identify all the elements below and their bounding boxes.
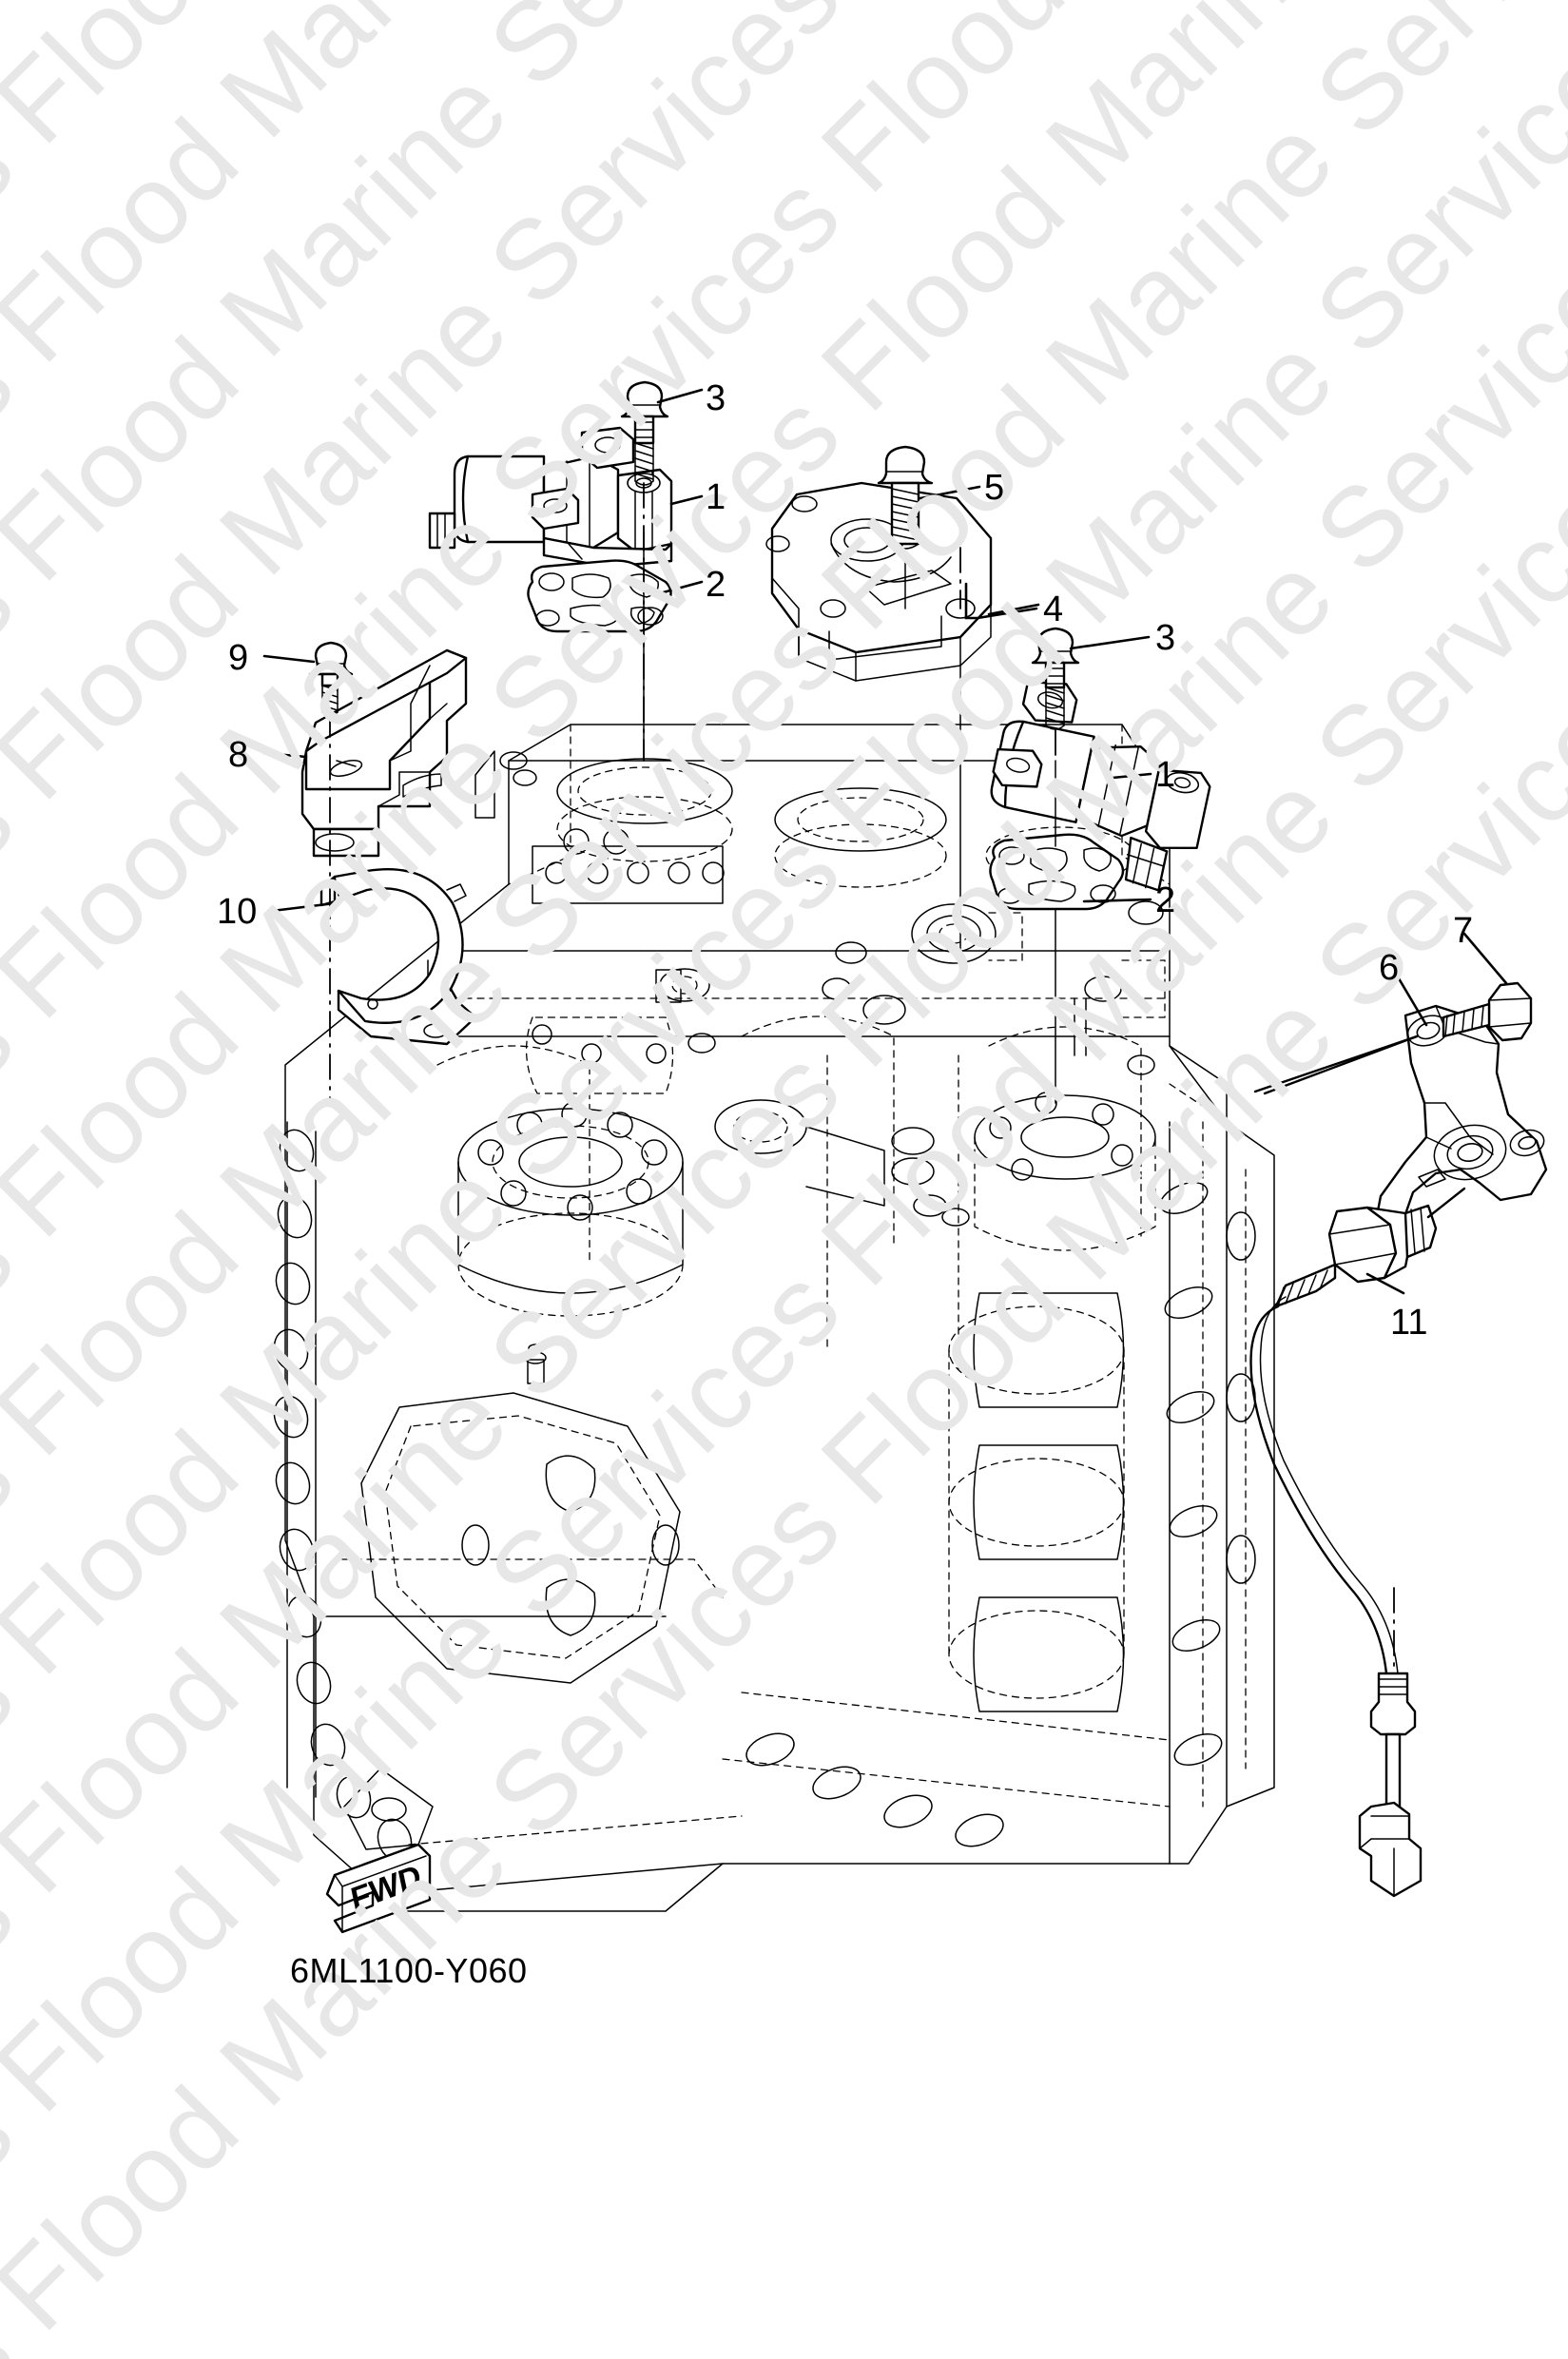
flange-bolt-right [1031, 627, 1080, 730]
crankcase-stud-column [273, 1121, 413, 1862]
callout-5: 5 [984, 468, 1005, 508]
engine-stay [1371, 1004, 1548, 1265]
valve-gasket-left [527, 559, 672, 633]
callout-8: 8 [228, 735, 249, 775]
callout-9: 9 [228, 638, 249, 678]
part-number-label: 6ML1100-Y060 [290, 1951, 528, 1990]
bracket-bolt [308, 641, 354, 717]
flange-bolt-left [620, 380, 669, 486]
callout-3-right: 3 [1155, 618, 1176, 658]
cover-bolt [877, 445, 934, 550]
callout-3-left: 3 [706, 378, 726, 418]
oil-control-valve-left [428, 426, 673, 569]
fwd-arrow-icon: FWD [325, 1843, 432, 1934]
callout-2-right: 2 [1155, 880, 1176, 920]
callout-2-left: 2 [706, 565, 726, 605]
callout-1-right: 1 [1155, 755, 1176, 795]
sensor-lead-wire [1249, 1305, 1388, 1675]
callout-11: 11 [1390, 1303, 1428, 1343]
callout-4: 4 [1043, 590, 1064, 629]
oil-control-valve-right [990, 680, 1211, 892]
harness-clamp-band [319, 867, 477, 1046]
sensor-mount-leader [1426, 1187, 1466, 1219]
valve-gasket-right [989, 833, 1125, 911]
engine-cylinder-block [273, 724, 1275, 1912]
callout-10: 10 [217, 892, 258, 932]
thermoswitch-sensor [1249, 1204, 1438, 1898]
callout-leader-lines [262, 388, 1508, 1295]
callout-7: 7 [1453, 911, 1474, 951]
callout-1-left: 1 [706, 477, 726, 517]
stay-bolt [1442, 981, 1533, 1042]
callout-6: 6 [1379, 948, 1400, 988]
end-cover [765, 481, 993, 682]
